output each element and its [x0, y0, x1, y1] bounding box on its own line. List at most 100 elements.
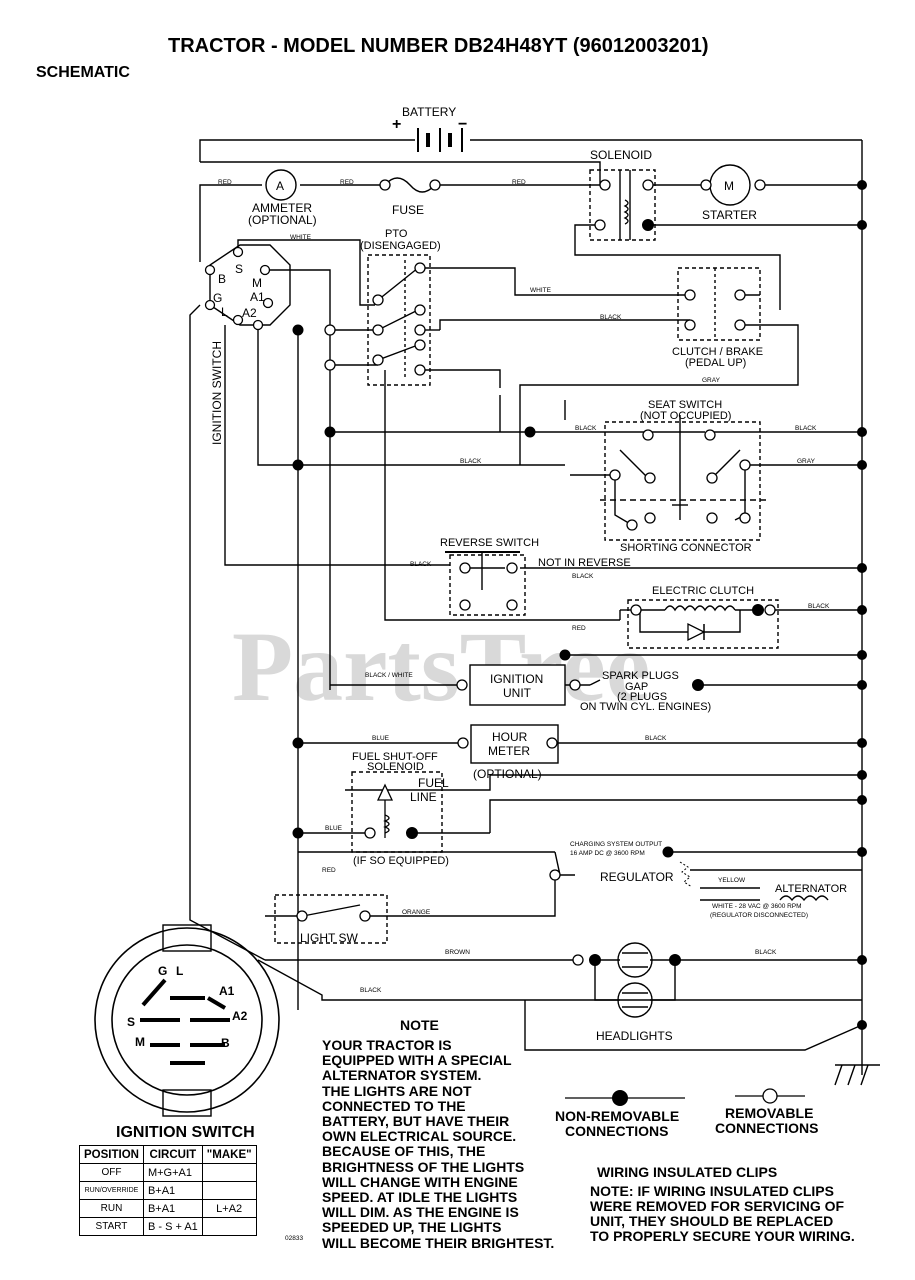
light-switch-label: LIGHT SW — [300, 931, 358, 945]
hour-meter-label-1: HOUR — [492, 730, 528, 744]
wire-label-black-5: BLACK — [410, 561, 432, 568]
svg-text:EQUIPPED WITH A SPECIAL: EQUIPPED WITH A SPECIAL — [322, 1052, 512, 1068]
hour-meter-label-2: METER — [488, 744, 530, 758]
svg-text:WILL CHANGE WITH ENGINE: WILL CHANGE WITH ENGINE — [322, 1174, 518, 1190]
fuel-line-label-1: FUEL — [418, 776, 449, 790]
svg-text:BRIGHTNESS OF THE LIGHTS: BRIGHTNESS OF THE LIGHTS — [322, 1159, 524, 1175]
clutch-brake-state: (PEDAL UP) — [685, 357, 746, 369]
battery-positive: + — [392, 116, 401, 133]
fuse-icon — [384, 177, 436, 193]
wire-label-red-5: RED — [322, 867, 336, 874]
svg-text:WILL BECOME THEIR BRIGHTEST.: WILL BECOME THEIR BRIGHTEST. — [322, 1235, 554, 1251]
face-term-s: S — [127, 1015, 135, 1029]
ammeter-label: AMMETER — [252, 201, 312, 215]
wire-label-red-4: RED — [572, 625, 586, 632]
wire-label-black-2: BLACK — [575, 425, 597, 432]
wire-label-red-2: RED — [340, 179, 354, 186]
wire-label-black-10: BLACK — [360, 987, 382, 994]
wire-label-white-1: WHITE — [290, 234, 312, 241]
table-row: START B - S + A1 — [79, 1217, 257, 1236]
fuse-label: FUSE — [392, 203, 424, 217]
face-term-l: L — [176, 964, 183, 978]
ign-term-m: M — [252, 276, 262, 290]
ignition-unit-label-2: UNIT — [503, 686, 532, 700]
fuel-shutoff-label-2: SOLENOID — [367, 761, 424, 773]
note-heading: NOTE — [400, 1017, 439, 1033]
wire-label-orange: ORANGE — [402, 909, 431, 916]
svg-text:SPEED. AT IDLE THE LIGHTS: SPEED. AT IDLE THE LIGHTS — [322, 1189, 517, 1205]
svg-text:UNIT, THEY SHOULD BE REPLACED: UNIT, THEY SHOULD BE REPLACED — [590, 1213, 833, 1229]
spark-plugs-label-4: ON TWIN CYL. ENGINES) — [580, 701, 711, 713]
seat-switch-state: (NOT OCCUPIED) — [640, 410, 731, 422]
wire-label-blue-2: BLUE — [325, 825, 343, 832]
hour-meter-box — [470, 724, 559, 764]
legend-removable-2: CONNECTIONS — [715, 1120, 818, 1136]
ign-term-l: L — [221, 305, 228, 319]
removable-legend-icon — [762, 1088, 778, 1104]
wire-label-black-white: BLACK / WHITE — [365, 672, 413, 679]
ignition-unit-label-1: IGNITION — [490, 672, 543, 686]
wire-label-gray-1: GRAY — [702, 377, 721, 384]
table-header-make: "MAKE" — [201, 1145, 257, 1164]
reverse-switch-label: REVERSE SWITCH — [440, 537, 539, 549]
svg-text:BATTERY, BUT HAVE THEIR: BATTERY, BUT HAVE THEIR — [322, 1113, 509, 1129]
ign-term-s: S — [235, 262, 243, 276]
svg-text:THE LIGHTS ARE NOT: THE LIGHTS ARE NOT — [322, 1083, 472, 1099]
ignition-switch-vertical-label: IGNITION SWITCH — [210, 341, 224, 445]
wire-label-black-3: BLACK — [795, 425, 817, 432]
svg-text:NOTE: IF WIRING INSULATED CLIP: NOTE: IF WIRING INSULATED CLIPS — [590, 1183, 834, 1199]
svg-text:CONNECTED TO THE: CONNECTED TO THE — [322, 1098, 466, 1114]
table-header-circuit: CIRCUIT — [142, 1145, 203, 1164]
svg-text:BECAUSE OF THIS, THE: BECAUSE OF THIS, THE — [322, 1143, 485, 1159]
fuel-shutoff-label-1: FUEL SHUT-OFF — [352, 751, 438, 763]
wire-label-black-7: BLACK — [808, 603, 830, 610]
not-in-reverse-label: NOT IN REVERSE — [538, 557, 631, 569]
fuel-valve-icon — [376, 783, 394, 801]
ammeter-optional: (OPTIONAL) — [248, 213, 317, 227]
wire-label-red-1: RED — [218, 179, 232, 186]
wire-label-black-8: BLACK — [645, 735, 667, 742]
ign-term-g: G — [213, 291, 222, 305]
svg-text:ALTERNATOR SYSTEM.: ALTERNATOR SYSTEM. — [322, 1067, 481, 1083]
battery-negative: − — [458, 116, 467, 133]
page-subtitle: SCHEMATIC — [36, 64, 130, 81]
removable-connections — [204, 179, 776, 966]
wire-label-red-3: RED — [512, 179, 526, 186]
charging-output-label-2: 16 AMP DC @ 3600 RPM — [570, 850, 645, 857]
electric-clutch-label: ELECTRIC CLUTCH — [652, 585, 754, 597]
regulator-label: REGULATOR — [600, 870, 674, 884]
legend-non-removable-2: CONNECTIONS — [565, 1123, 668, 1139]
legend-non-removable-1: NON-REMOVABLE — [555, 1108, 679, 1124]
wire-label-black-4: BLACK — [460, 458, 482, 465]
face-term-m: M — [135, 1035, 145, 1049]
charging-output-label-1: CHARGING SYSTEM OUTPUT — [570, 841, 662, 848]
spark-plugs-label-3: (2 PLUGS — [617, 691, 667, 703]
hour-meter-optional: (OPTIONAL) — [473, 767, 542, 781]
face-term-a2: A2 — [232, 1009, 248, 1023]
pto-label: PTO — [385, 228, 408, 240]
spark-plugs-label-2: GAP — [625, 681, 648, 693]
clips-body: NOTE: IF WIRING INSULATED CLIPS WERE REM… — [590, 1183, 855, 1244]
svg-text:SPEEDED UP, THE LIGHTS: SPEEDED UP, THE LIGHTS — [322, 1219, 501, 1235]
diode-icon — [687, 622, 706, 642]
clips-heading: WIRING INSULATED CLIPS — [597, 1164, 777, 1180]
table-row: RUN/OVERRIDE B+A1 — [79, 1181, 257, 1200]
wire-label-white-2: WHITE — [530, 287, 552, 294]
part-code: 02833 — [285, 1235, 303, 1242]
note-body: YOUR TRACTOR IS EQUIPPED WITH A SPECIAL … — [322, 1037, 554, 1251]
table-header-position: POSITION — [79, 1145, 144, 1164]
spark-plugs-label-1: SPARK PLUGS — [602, 670, 679, 682]
wire-label-blue-1: BLUE — [372, 735, 390, 742]
solenoid-coil-icon — [623, 199, 629, 225]
legend-removable-1: REMOVABLE — [725, 1105, 813, 1121]
alternator-note-2: (REGULATOR DISCONNECTED) — [710, 912, 808, 919]
svg-text:WERE REMOVED FOR SERVICING OF: WERE REMOVED FOR SERVICING OF — [590, 1198, 845, 1214]
if-so-equipped-label: (IF SO EQUIPPED) — [353, 855, 449, 867]
pto-state: (DISENGAGED) — [360, 240, 441, 252]
non-removable-connections — [292, 180, 867, 1030]
wire-label-brown: BROWN — [445, 949, 470, 956]
wire-label-gray-2: GRAY — [797, 458, 816, 465]
face-term-b: B — [221, 1036, 230, 1050]
ign-term-a2: A2 — [242, 306, 257, 320]
